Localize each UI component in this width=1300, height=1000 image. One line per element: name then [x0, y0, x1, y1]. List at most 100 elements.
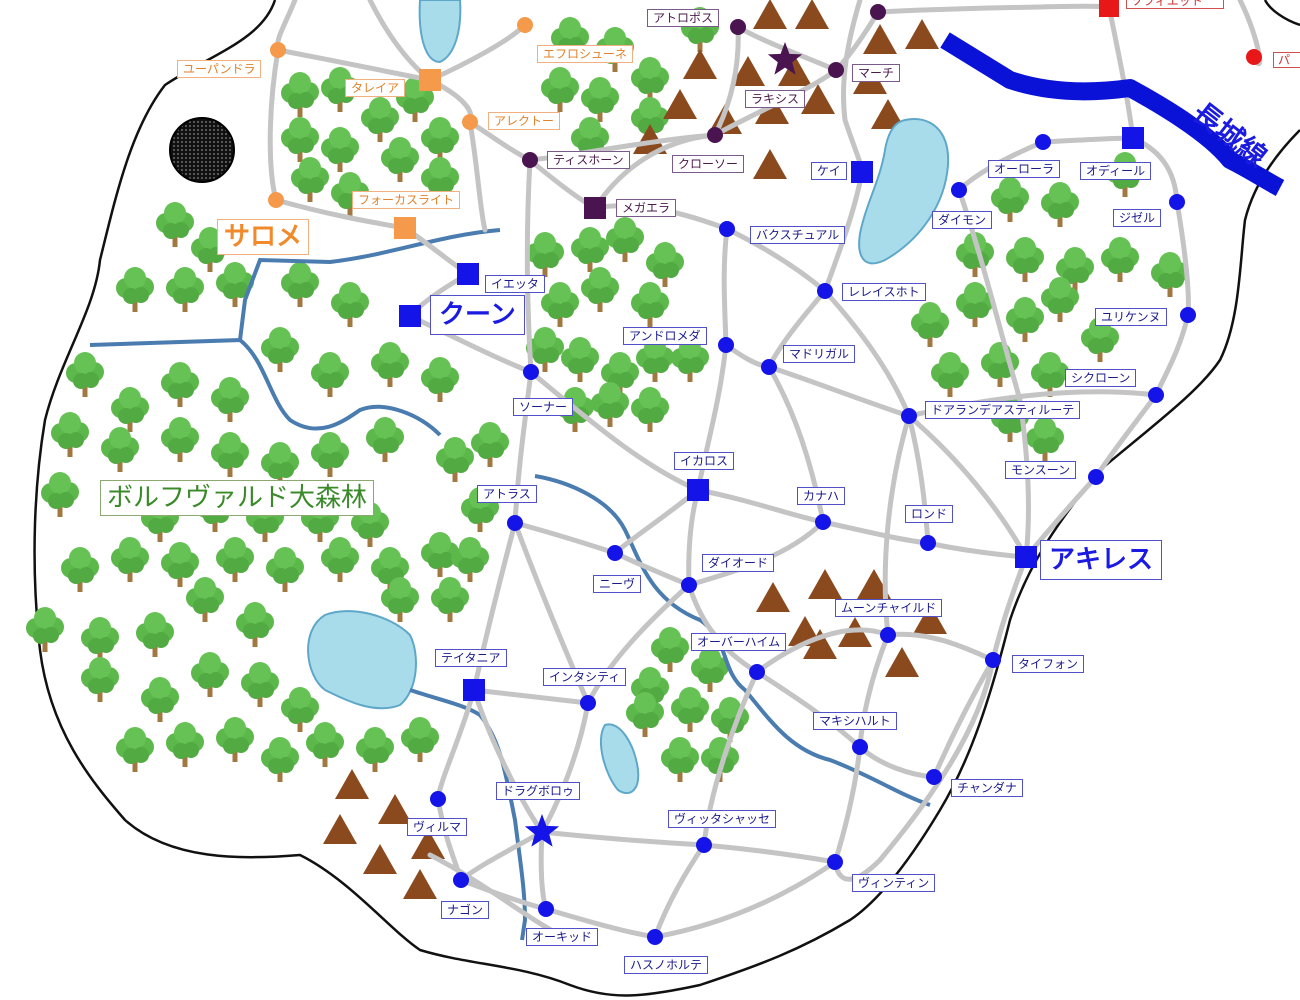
- town-marker-blue[interactable]: [647, 929, 663, 945]
- city-label-kuun[interactable]: クーン: [430, 295, 525, 335]
- town-label-nagon[interactable]: ナゴン: [441, 901, 490, 919]
- town-marker-blue[interactable]: [1180, 307, 1196, 323]
- town-marker-purple[interactable]: [707, 127, 723, 143]
- city-label-salome[interactable]: サロメ: [217, 219, 310, 255]
- town-label-intasiti[interactable]: インタシティ: [543, 668, 627, 686]
- town-marker-blue[interactable]: [1035, 134, 1051, 150]
- town-label-bakusu[interactable]: バクスチュアル: [750, 226, 846, 244]
- town-label-taifon[interactable]: タイフォン: [1012, 655, 1085, 673]
- town-label-aurora[interactable]: オーローラ: [988, 160, 1061, 178]
- town-label-monsuun[interactable]: モンスーン: [1005, 461, 1077, 479]
- town-marker-orange[interactable]: [268, 192, 284, 208]
- town-marker-blue[interactable]: [681, 577, 697, 593]
- town-label-kei[interactable]: ケイ: [811, 162, 847, 180]
- town-marker-blue[interactable]: [1169, 194, 1185, 210]
- town-label-ikarosu[interactable]: イカロス: [674, 452, 735, 470]
- town-marker-blue[interactable]: [951, 182, 967, 198]
- city-marker-blue[interactable]: [687, 479, 709, 501]
- town-label-ietta[interactable]: イエッタ: [485, 275, 545, 293]
- city-marker-blue[interactable]: [399, 305, 421, 327]
- town-marker-red[interactable]: [1246, 49, 1262, 65]
- town-label-yuriken[interactable]: ユリケンヌ: [1095, 308, 1167, 326]
- town-label-titania[interactable]: テイタニア: [435, 649, 507, 667]
- town-label-daioodo[interactable]: ダイオード: [702, 554, 775, 572]
- town-label-rondo[interactable]: ロンド: [905, 505, 954, 523]
- town-label-rereisu[interactable]: レレイスホト: [842, 283, 926, 301]
- town-label-madrigal[interactable]: マドリガル: [783, 345, 856, 363]
- town-label-niivu[interactable]: ニーヴ: [593, 575, 642, 593]
- town-marker-blue[interactable]: [1148, 387, 1164, 403]
- city-marker-blue[interactable]: [457, 263, 479, 285]
- town-label-yuupandora[interactable]: ユーパンドラ: [177, 60, 262, 78]
- town-label-sonar[interactable]: ソーナー: [513, 398, 574, 416]
- town-label-megaera[interactable]: メガエラ: [616, 199, 677, 217]
- city-marker-blue[interactable]: [1015, 546, 1037, 568]
- city-marker-blue[interactable]: [1122, 127, 1144, 149]
- town-label-doaran[interactable]: ドアランデアスティルーテ: [925, 401, 1081, 419]
- town-marker-blue[interactable]: [852, 739, 868, 755]
- capital-star-blue[interactable]: [524, 814, 560, 847]
- town-marker-blue[interactable]: [761, 359, 777, 375]
- city-label-achilles[interactable]: アキレス: [1040, 540, 1163, 580]
- town-marker-purple[interactable]: [730, 19, 746, 35]
- town-label-arekuto[interactable]: アレクトー: [488, 112, 561, 130]
- town-marker-blue[interactable]: [696, 837, 712, 853]
- town-label-daimon[interactable]: ダイモン: [932, 211, 993, 229]
- town-marker-blue[interactable]: [827, 854, 843, 870]
- city-marker-red[interactable]: [1099, 0, 1119, 17]
- town-marker-blue[interactable]: [453, 872, 469, 888]
- town-label-raxis[interactable]: ラキシス: [745, 90, 806, 108]
- town-marker-orange[interactable]: [270, 42, 286, 58]
- town-label-vitta[interactable]: ヴィッタシャッセ: [668, 810, 777, 828]
- town-label-fokasuraito[interactable]: フォーカスライト: [352, 191, 461, 209]
- town-marker-blue[interactable]: [719, 221, 735, 237]
- town-label-maachi[interactable]: マーチ: [852, 64, 901, 82]
- town-label-ookiddo[interactable]: オーキッド: [526, 928, 599, 946]
- cut-label-right-edge[interactable]: パ: [1273, 52, 1300, 68]
- town-marker-blue[interactable]: [430, 791, 446, 807]
- town-label-viruma[interactable]: ヴィルマ: [407, 818, 468, 836]
- town-marker-purple[interactable]: [522, 152, 538, 168]
- town-label-hasuno[interactable]: ハスノホルテ: [624, 956, 709, 974]
- town-label-makishi[interactable]: マキシハルト: [813, 712, 897, 730]
- town-label-andromeda[interactable]: アンドロメダ: [623, 327, 707, 345]
- town-marker-purple[interactable]: [870, 4, 886, 20]
- town-marker-blue[interactable]: [607, 545, 623, 561]
- town-marker-blue[interactable]: [920, 535, 936, 551]
- town-label-jizeru[interactable]: ジゼル: [1113, 209, 1162, 227]
- town-marker-blue[interactable]: [1088, 469, 1104, 485]
- town-marker-purple[interactable]: [828, 62, 844, 78]
- town-label-kanaha[interactable]: カナハ: [797, 487, 846, 505]
- town-marker-orange[interactable]: [517, 17, 533, 33]
- town-label-atoropos[interactable]: アトロポス: [647, 9, 720, 27]
- town-marker-blue[interactable]: [901, 408, 917, 424]
- city-marker-blue[interactable]: [463, 679, 485, 701]
- cut-label-top-right[interactable]: ソフィエット: [1126, 0, 1224, 9]
- town-marker-blue[interactable]: [749, 664, 765, 680]
- town-label-muun[interactable]: ムーンチャイルド: [835, 599, 943, 617]
- town-marker-blue[interactable]: [880, 627, 896, 643]
- city-marker-purple[interactable]: [584, 197, 606, 219]
- town-marker-blue[interactable]: [926, 769, 942, 785]
- town-label-odiiru[interactable]: オディール: [1080, 162, 1152, 180]
- town-marker-blue[interactable]: [538, 901, 554, 917]
- town-label-shikuroon[interactable]: シクローン: [1065, 369, 1137, 387]
- town-label-kuroosoo[interactable]: クローソー: [672, 155, 745, 173]
- town-marker-blue[interactable]: [523, 364, 539, 380]
- city-marker-orange[interactable]: [394, 217, 416, 239]
- town-marker-blue[interactable]: [985, 652, 1001, 668]
- town-label-efroshuune[interactable]: エフロシューネ: [537, 45, 634, 63]
- town-marker-blue[interactable]: [817, 283, 833, 299]
- town-label-chandana[interactable]: チャンダナ: [951, 779, 1023, 797]
- town-marker-blue[interactable]: [718, 337, 734, 353]
- town-label-oobaa[interactable]: オーバーハイム: [691, 633, 787, 651]
- town-marker-blue[interactable]: [815, 514, 831, 530]
- town-label-vintin[interactable]: ヴィンティン: [852, 874, 936, 892]
- town-marker-blue[interactable]: [580, 695, 596, 711]
- town-label-taleia[interactable]: タレイア: [345, 79, 406, 97]
- town-label-atorasu[interactable]: アトラス: [477, 485, 537, 503]
- city-marker-blue[interactable]: [851, 161, 873, 183]
- town-label-tisiphone[interactable]: ティスホーン: [547, 151, 630, 169]
- town-label-doragu[interactable]: ドラグボロゥ: [496, 782, 581, 800]
- city-marker-orange[interactable]: [419, 69, 441, 91]
